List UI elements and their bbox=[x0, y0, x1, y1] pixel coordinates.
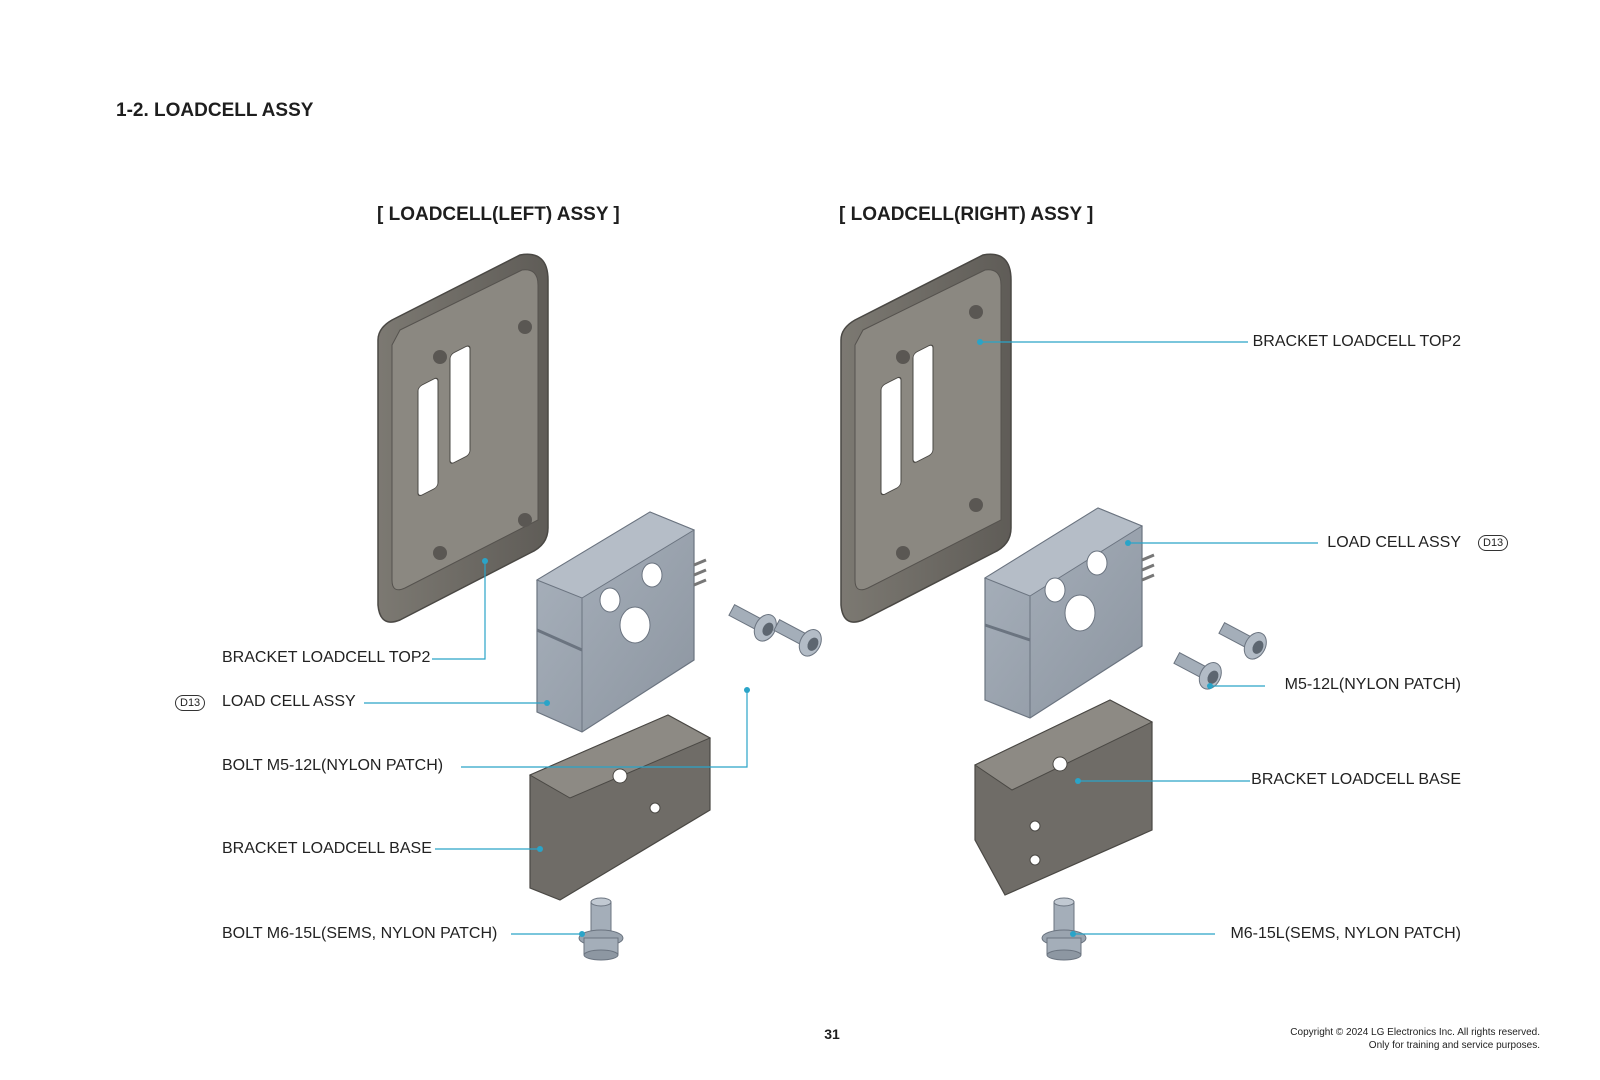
copyright-line1: Copyright © 2024 LG Electronics Inc. All… bbox=[1290, 1027, 1540, 1038]
right-leader-dots bbox=[977, 339, 1213, 937]
left-assy-title: [ LOADCELL(LEFT) ASSY ] bbox=[377, 204, 620, 225]
left-bracket-base-part bbox=[528, 714, 712, 901]
copyright: Copyright © 2024 LG Electronics Inc. All… bbox=[1290, 1026, 1540, 1052]
left-leader-lines bbox=[364, 561, 748, 935]
right-assy-title: [ LOADCELL(RIGHT) ASSY ] bbox=[839, 204, 1094, 225]
left-bolt-m6-part bbox=[578, 897, 624, 961]
right-label-bolt-m6: M6-15L(SEMS, NYLON PATCH) bbox=[1230, 925, 1461, 942]
copyright-line2: Only for training and service purposes. bbox=[1368, 1040, 1540, 1051]
right-bolt-m6-part bbox=[1041, 897, 1087, 961]
right-label-load-cell: LOAD CELL ASSY bbox=[1327, 534, 1461, 551]
right-leader-lines bbox=[980, 341, 1318, 935]
right-bracket-top-part bbox=[840, 253, 1012, 623]
right-bolts-m5-part bbox=[1173, 622, 1267, 690]
left-label-bolt-m6: BOLT M6-15L(SEMS, NYLON PATCH) bbox=[222, 925, 498, 942]
section-title: 1-2. LOADCELL ASSY bbox=[116, 100, 314, 121]
right-label-bracket-base: BRACKET LOADCELL BASE bbox=[1251, 771, 1461, 788]
right-label-bolt-m5: M5-12L(NYLON PATCH) bbox=[1284, 676, 1461, 693]
right-bracket-base-part bbox=[973, 699, 1154, 896]
left-load-cell-part bbox=[535, 511, 707, 733]
right-load-cell-badge: D13 bbox=[1478, 535, 1509, 551]
left-label-bracket-base: BRACKET LOADCELL BASE bbox=[222, 840, 432, 857]
left-bracket-top-part bbox=[377, 253, 549, 623]
right-load-cell-part bbox=[983, 507, 1155, 719]
right-label-bracket-top: BRACKET LOADCELL TOP2 bbox=[1252, 333, 1461, 350]
left-load-cell-badge: D13 bbox=[175, 695, 206, 711]
left-label-load-cell: LOAD CELL ASSY bbox=[222, 693, 356, 710]
left-bolts-m5-part bbox=[728, 604, 822, 657]
page-number: 31 bbox=[824, 1026, 840, 1042]
left-leader-dots bbox=[482, 558, 750, 937]
left-label-bracket-top: BRACKET LOADCELL TOP2 bbox=[222, 649, 431, 666]
left-label-bolt-m5: BOLT M5-12L(NYLON PATCH) bbox=[222, 757, 444, 774]
